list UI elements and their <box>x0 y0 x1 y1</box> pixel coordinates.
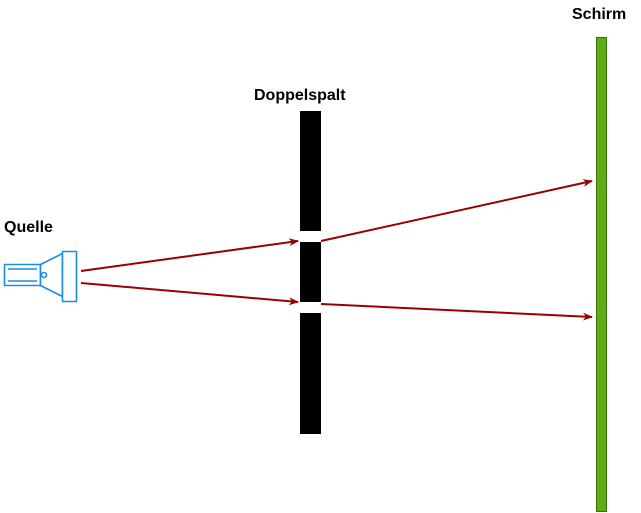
ray-lower-slit-to-screen <box>320 303 593 321</box>
flashlight-icon <box>3 250 78 303</box>
ray-source-to-lower-slit <box>80 282 299 306</box>
screen-bar <box>596 37 607 512</box>
ray-source-to-upper-slit <box>80 238 299 272</box>
barrier-bottom-segment <box>300 313 321 434</box>
barrier-middle-segment <box>300 242 321 302</box>
source-label: Quelle <box>4 219 53 236</box>
screen-label: Schirm <box>572 6 627 23</box>
barrier-top-segment <box>300 111 321 231</box>
double-slit-label: Doppelspalt <box>254 87 346 104</box>
ray-upper-slit-to-screen <box>320 179 593 242</box>
